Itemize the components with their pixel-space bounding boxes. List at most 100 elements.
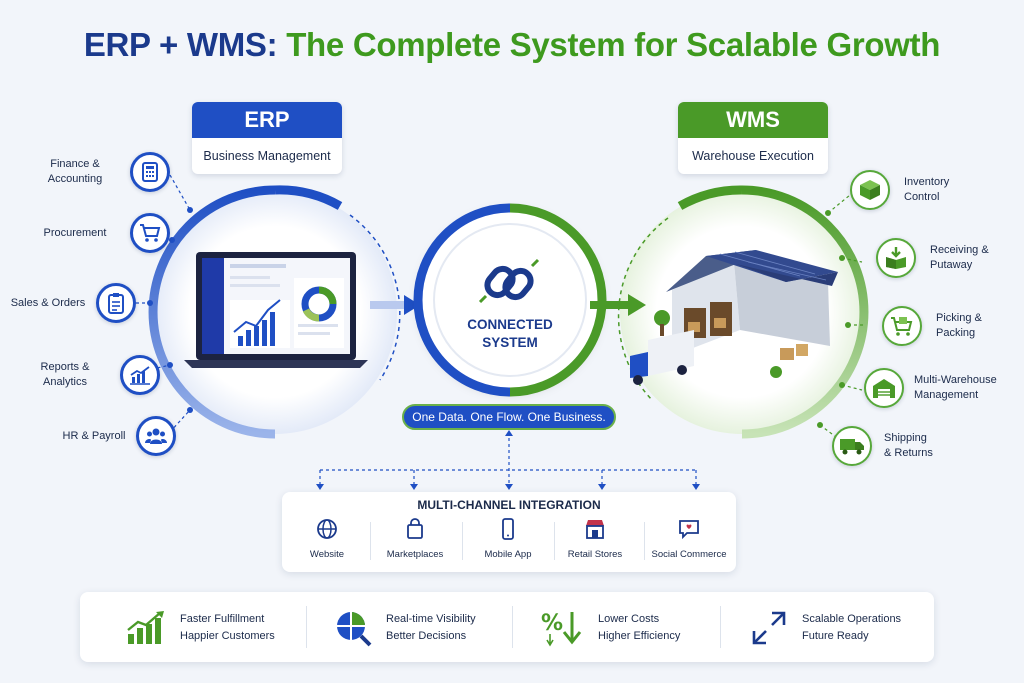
erp-module-procurement: Procurement (20, 213, 170, 253)
percent-down-icon: % (541, 611, 582, 647)
benefit-line1: Faster Fulfillment (180, 613, 265, 625)
erp-module-sales-orders: Sales & Orders (0, 283, 136, 323)
wms-module-label-2: Control (904, 191, 940, 203)
wms-module-label: Multi-Warehouse (914, 374, 997, 386)
channel-label: Social Commerce (651, 549, 727, 560)
hub-to-wms-arrow (590, 294, 646, 316)
divider (462, 522, 463, 560)
channel-label: Mobile App (484, 549, 532, 560)
divider (554, 522, 555, 560)
title-part1: ERP + WMS: (83, 26, 278, 63)
page-title: ERP + WMS: The Complete System for Scala… (0, 26, 1024, 64)
channel-social-commerce: Social Commerce (644, 518, 734, 560)
benefit-line2: Higher Efficiency (598, 630, 681, 642)
hub-line1: CONNECTED (467, 317, 553, 332)
erp-module-reports: Reports & Analytics (10, 355, 160, 395)
erp-module-label-2: Accounting (47, 173, 103, 185)
hub-label: CONNECTED SYSTEM (440, 316, 580, 352)
wms-module-label: Inventory (904, 176, 950, 188)
inbound-box-icon (876, 238, 916, 278)
benefit-line2: Happier Customers (180, 630, 275, 642)
integration-connectors (319, 432, 697, 486)
box-icon (850, 170, 890, 210)
channel-label: Retail Stores (567, 549, 623, 560)
storefront-icon (586, 520, 604, 539)
wms-name: WMS (678, 102, 828, 138)
wms-module-label: Picking & (936, 312, 982, 324)
erp-module-label-2: Analytics (42, 376, 88, 388)
erp-name: ERP (192, 102, 342, 138)
erp-module-label: Procurement (43, 226, 107, 239)
growth-bars-icon (127, 611, 164, 644)
laptop-dashboard-illustration (184, 252, 368, 368)
slogan-pill: One Data. One Flow. One Business. (402, 404, 616, 430)
erp-to-hub-arrow (370, 295, 420, 315)
erp-module-label: Reports & (40, 361, 90, 373)
chart-icon (120, 355, 160, 395)
people-icon (136, 416, 176, 456)
pie-magnifier-icon (337, 612, 372, 647)
erp-module-finance: Finance & Accounting (20, 152, 170, 192)
wms-module-label-2: Putaway (930, 259, 973, 271)
divider (644, 522, 645, 560)
svg-text:%: % (541, 611, 563, 636)
channel-retail-stores: Retail Stores (550, 518, 640, 560)
wms-subtitle: Warehouse Execution (692, 149, 814, 163)
wms-module-picking: Picking &Packing (882, 306, 982, 346)
warehouse-illustration (630, 250, 838, 385)
channel-mobile-app: Mobile App (463, 518, 553, 560)
erp-module-hr-payroll: HR & Payroll (52, 416, 176, 456)
benefit-line1: Scalable Operations (802, 613, 902, 625)
shopping-cart-icon (130, 213, 170, 253)
wms-module-label-2: & Returns (884, 447, 933, 459)
shopping-bag-icon (407, 518, 423, 539)
cart-box-icon (882, 306, 922, 346)
integration-heading: MULTI-CHANNEL INTEGRATION (417, 498, 601, 512)
smartphone-icon (502, 518, 514, 540)
wms-module-label: Shipping (884, 432, 927, 444)
channel-label: Marketplaces (386, 549, 444, 560)
channel-marketplaces: Marketplaces (370, 518, 460, 560)
calculator-icon (130, 152, 170, 192)
divider (370, 522, 371, 560)
chat-bubble-icon (679, 520, 699, 540)
erp-connector-dots (147, 207, 193, 413)
erp-header: ERP Business Management (192, 102, 342, 174)
benefit-line1: Lower Costs (598, 613, 660, 625)
warehouse-icon (864, 368, 904, 408)
wms-header: WMS Warehouse Execution (678, 102, 828, 174)
wms-connector-dots (817, 210, 851, 428)
benefit-line1: Real-time Visibility (386, 613, 476, 625)
erp-subtitle: Business Management (203, 149, 331, 163)
benefit-line2: Future Ready (802, 630, 869, 642)
channel-label: Website (309, 549, 345, 560)
erp-module-label: Sales & Orders (10, 296, 86, 309)
erp-module-label: Finance & (50, 158, 100, 170)
wms-module-receiving: Receiving & Putaway (876, 238, 989, 278)
wms-module-label: Receiving & (930, 244, 989, 256)
wms-module-shipping: Shipping & Returns (832, 426, 933, 466)
chain-link-icon (478, 258, 540, 304)
integration-arrowheads (316, 430, 700, 490)
globe-icon (317, 519, 337, 539)
divider (306, 606, 307, 648)
clipboard-icon (96, 283, 136, 323)
benefit-line2: Better Decisions (386, 630, 467, 642)
expand-arrows-icon (752, 611, 786, 645)
erp-module-label: HR & Payroll (62, 429, 126, 442)
multi-channel-integration-panel: MULTI-CHANNEL INTEGRATION Website Market… (282, 492, 736, 572)
channel-website: Website (282, 518, 372, 560)
wms-module-label-2: Management (914, 389, 979, 401)
title-part2: The Complete System for Scalable Growth (286, 26, 941, 63)
divider (720, 606, 721, 648)
divider (512, 606, 513, 648)
hub-line2: SYSTEM (482, 335, 538, 350)
hub-circle (413, 203, 607, 397)
